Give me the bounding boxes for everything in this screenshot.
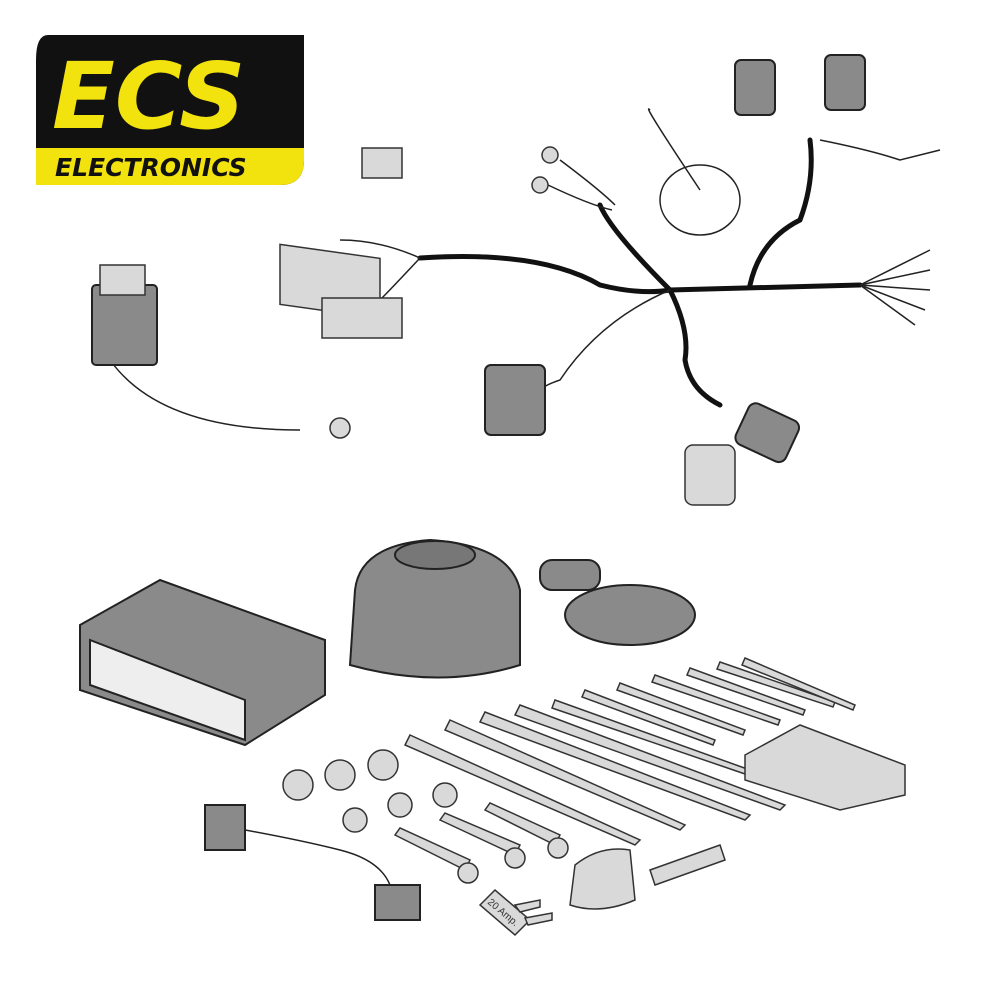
harness-connectors <box>279 54 866 506</box>
wiring-harness <box>109 108 941 431</box>
vehicle-plug-bottom-right <box>734 402 801 464</box>
logo-brand-text: ECS <box>52 43 245 150</box>
adhesive-pads <box>744 724 906 811</box>
ring-terminal <box>541 146 559 164</box>
small-parts <box>204 804 726 921</box>
connector-cap <box>569 848 636 910</box>
socket-seal <box>539 559 696 646</box>
towbar-socket <box>348 538 521 679</box>
ecs-logo: ECS ELECTRONICS <box>36 35 304 185</box>
vehicle-plug-top-right <box>824 54 866 111</box>
crimp-terminal <box>649 844 726 886</box>
fuse: 20 Amp. <box>478 888 553 937</box>
ring-terminal <box>531 176 549 194</box>
control-module <box>79 578 326 747</box>
vehicle-plug-top-left <box>734 59 776 116</box>
relay-connector <box>484 364 546 436</box>
plug-connector <box>321 297 403 339</box>
connector-plug <box>374 884 421 921</box>
earth-ring-terminal <box>329 417 351 439</box>
small-connector <box>361 147 403 179</box>
fixings <box>282 749 569 884</box>
vehicle-plug-bottom-left <box>684 444 736 506</box>
logo-subtitle-text: ELECTRONICS <box>55 153 247 182</box>
relay-module <box>91 264 158 366</box>
cable-ties <box>403 657 856 846</box>
